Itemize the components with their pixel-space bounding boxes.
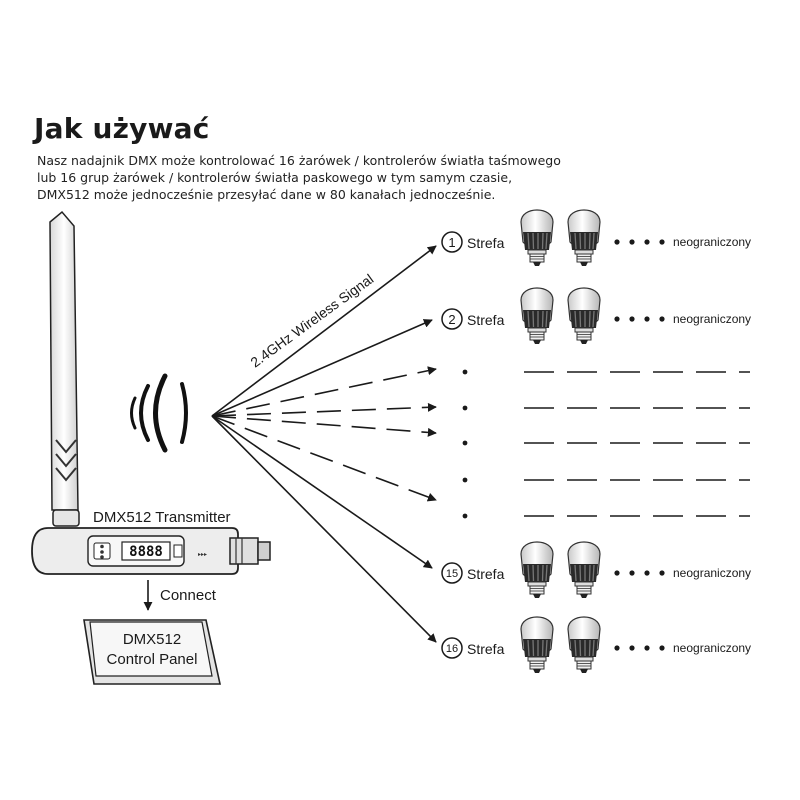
bulb-icon: [520, 209, 554, 267]
description-line-1: Nasz nadajnik DMX może kontrolować 16 ża…: [37, 153, 561, 168]
zone-suffix: neograniczony: [673, 641, 751, 655]
control-panel-line2: Control Panel: [107, 651, 198, 668]
zone-number: 15: [446, 568, 458, 580]
signal-lines: [211, 245, 437, 643]
bulb-icon: [520, 287, 554, 345]
description-line-2: lub 16 grup żarówek / kontrolerów światł…: [37, 170, 513, 185]
zone-label: Strefa: [467, 566, 505, 582]
transmitter-label: DMX512 Transmitter: [93, 509, 231, 526]
zone-suffix: neograniczony: [673, 312, 751, 326]
ellipsis-dots: [614, 645, 665, 651]
bulb-icon: [567, 287, 601, 345]
antenna: [49, 210, 80, 527]
zone-2: 2 Strefa neograniczony: [441, 287, 751, 345]
control-panel-line1: DMX512: [123, 631, 181, 648]
bulb-icon: [520, 616, 554, 674]
ellipsis-dots: [614, 316, 665, 322]
transmitter-display: 8888: [129, 544, 163, 560]
description-line-3: DMX512 może jednocześnie przesyłać dane …: [37, 187, 496, 202]
page-title: Jak używać: [34, 112, 210, 145]
zone-number: 2: [448, 312, 455, 327]
transmitter-device: 8888 ▸▸▸: [31, 527, 271, 575]
zone-number: 1: [448, 235, 455, 250]
description: Nasz nadajnik DMX może kontrolować 16 ża…: [37, 152, 561, 203]
connect-label: Connect: [160, 587, 217, 604]
signal-label: 2.4GHz Wireless Signal: [247, 271, 376, 371]
zone-label: Strefa: [467, 641, 505, 657]
ellipsis-dots: [614, 570, 665, 576]
ellipsis-dots: [614, 239, 665, 245]
wireless-waves-icon: [130, 373, 188, 453]
zone-suffix: neograniczony: [673, 235, 751, 249]
bulb-icon: [567, 616, 601, 674]
zone-16: 16 Strefa neograniczony: [441, 616, 751, 674]
intermediate-zones: [462, 369, 750, 519]
zone-number: 16: [446, 643, 458, 655]
bulb-icon: [567, 209, 601, 267]
zone-suffix: neograniczony: [673, 566, 751, 580]
zone-1: 1 Strefa neograniczony: [441, 209, 751, 267]
bulb-icon: [567, 541, 601, 599]
zone-15: 15 Strefa neograniczony: [441, 541, 751, 599]
bulb-icon: [520, 541, 554, 599]
zone-label: Strefa: [467, 235, 505, 251]
svg-text:▸▸▸: ▸▸▸: [198, 551, 207, 558]
control-panel: DMX512 Control Panel: [83, 619, 221, 685]
zone-label: Strefa: [467, 312, 505, 328]
